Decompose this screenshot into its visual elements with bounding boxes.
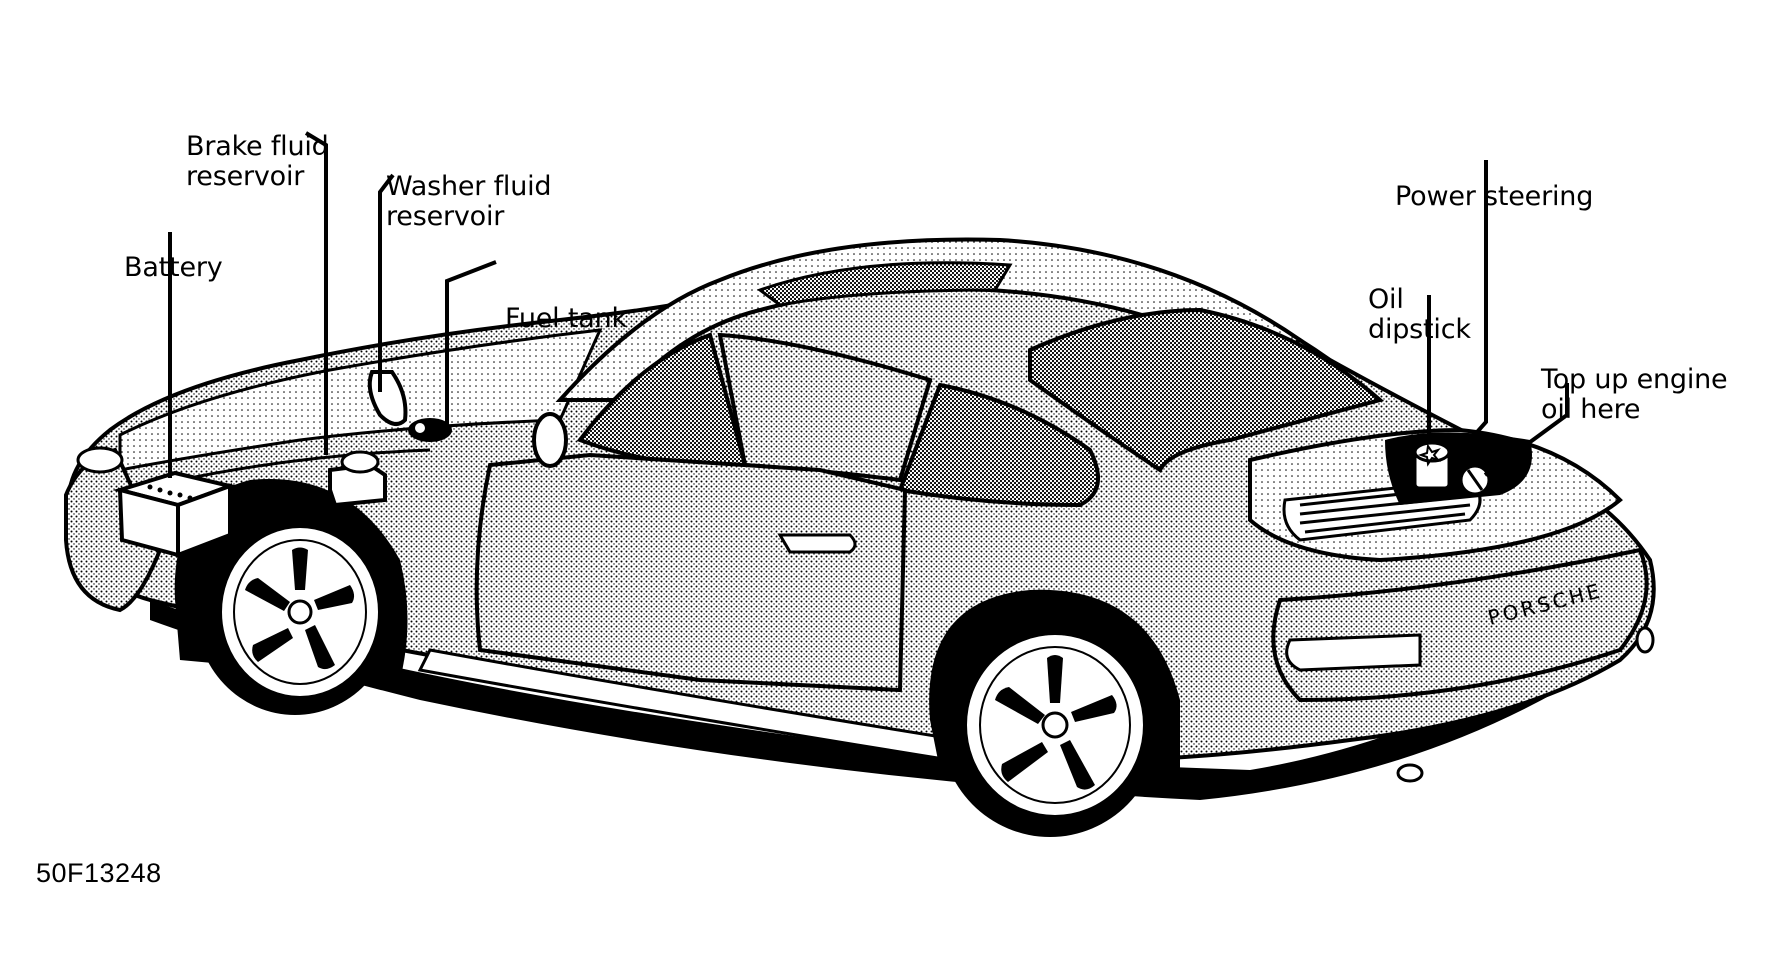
side-mirror <box>532 412 568 468</box>
door-handle <box>777 533 857 554</box>
exhaust-pipe-2 <box>1396 763 1424 783</box>
battery-box <box>112 470 237 558</box>
sunroof <box>756 261 1013 307</box>
figure-code: 50F13248 <box>36 858 162 888</box>
rear-wheel <box>940 613 1160 837</box>
oil-dipstick-cap <box>1413 441 1451 490</box>
tail-light <box>1285 633 1422 672</box>
front-light <box>76 446 124 474</box>
rear-quarter-window <box>897 382 1100 508</box>
oil-filler-cap <box>1459 464 1491 496</box>
leader-line-power-steering <box>1468 160 1488 442</box>
front-wheel <box>195 505 395 715</box>
front-hood <box>118 328 603 472</box>
leader-line-top-up-engine-oil <box>1483 383 1569 477</box>
rear-window <box>1028 307 1385 473</box>
roof <box>555 237 1304 402</box>
leader-line-brake-fluid-reservoir <box>304 131 328 455</box>
label-power-steering: Power steering <box>1395 181 1594 212</box>
exhaust-pipe <box>1635 626 1655 654</box>
label-fuel-tank: Fuel tank <box>505 303 627 334</box>
windshield <box>576 332 748 468</box>
leader-line-washer-fluid-reservoir <box>378 173 395 392</box>
brake-fluid-reservoir-part <box>328 450 387 508</box>
leader-lines <box>168 131 1569 478</box>
ground-shadow <box>150 600 1560 800</box>
leader-line-fuel-tank <box>445 260 497 432</box>
label-battery: Battery <box>124 252 223 283</box>
door <box>474 452 908 693</box>
